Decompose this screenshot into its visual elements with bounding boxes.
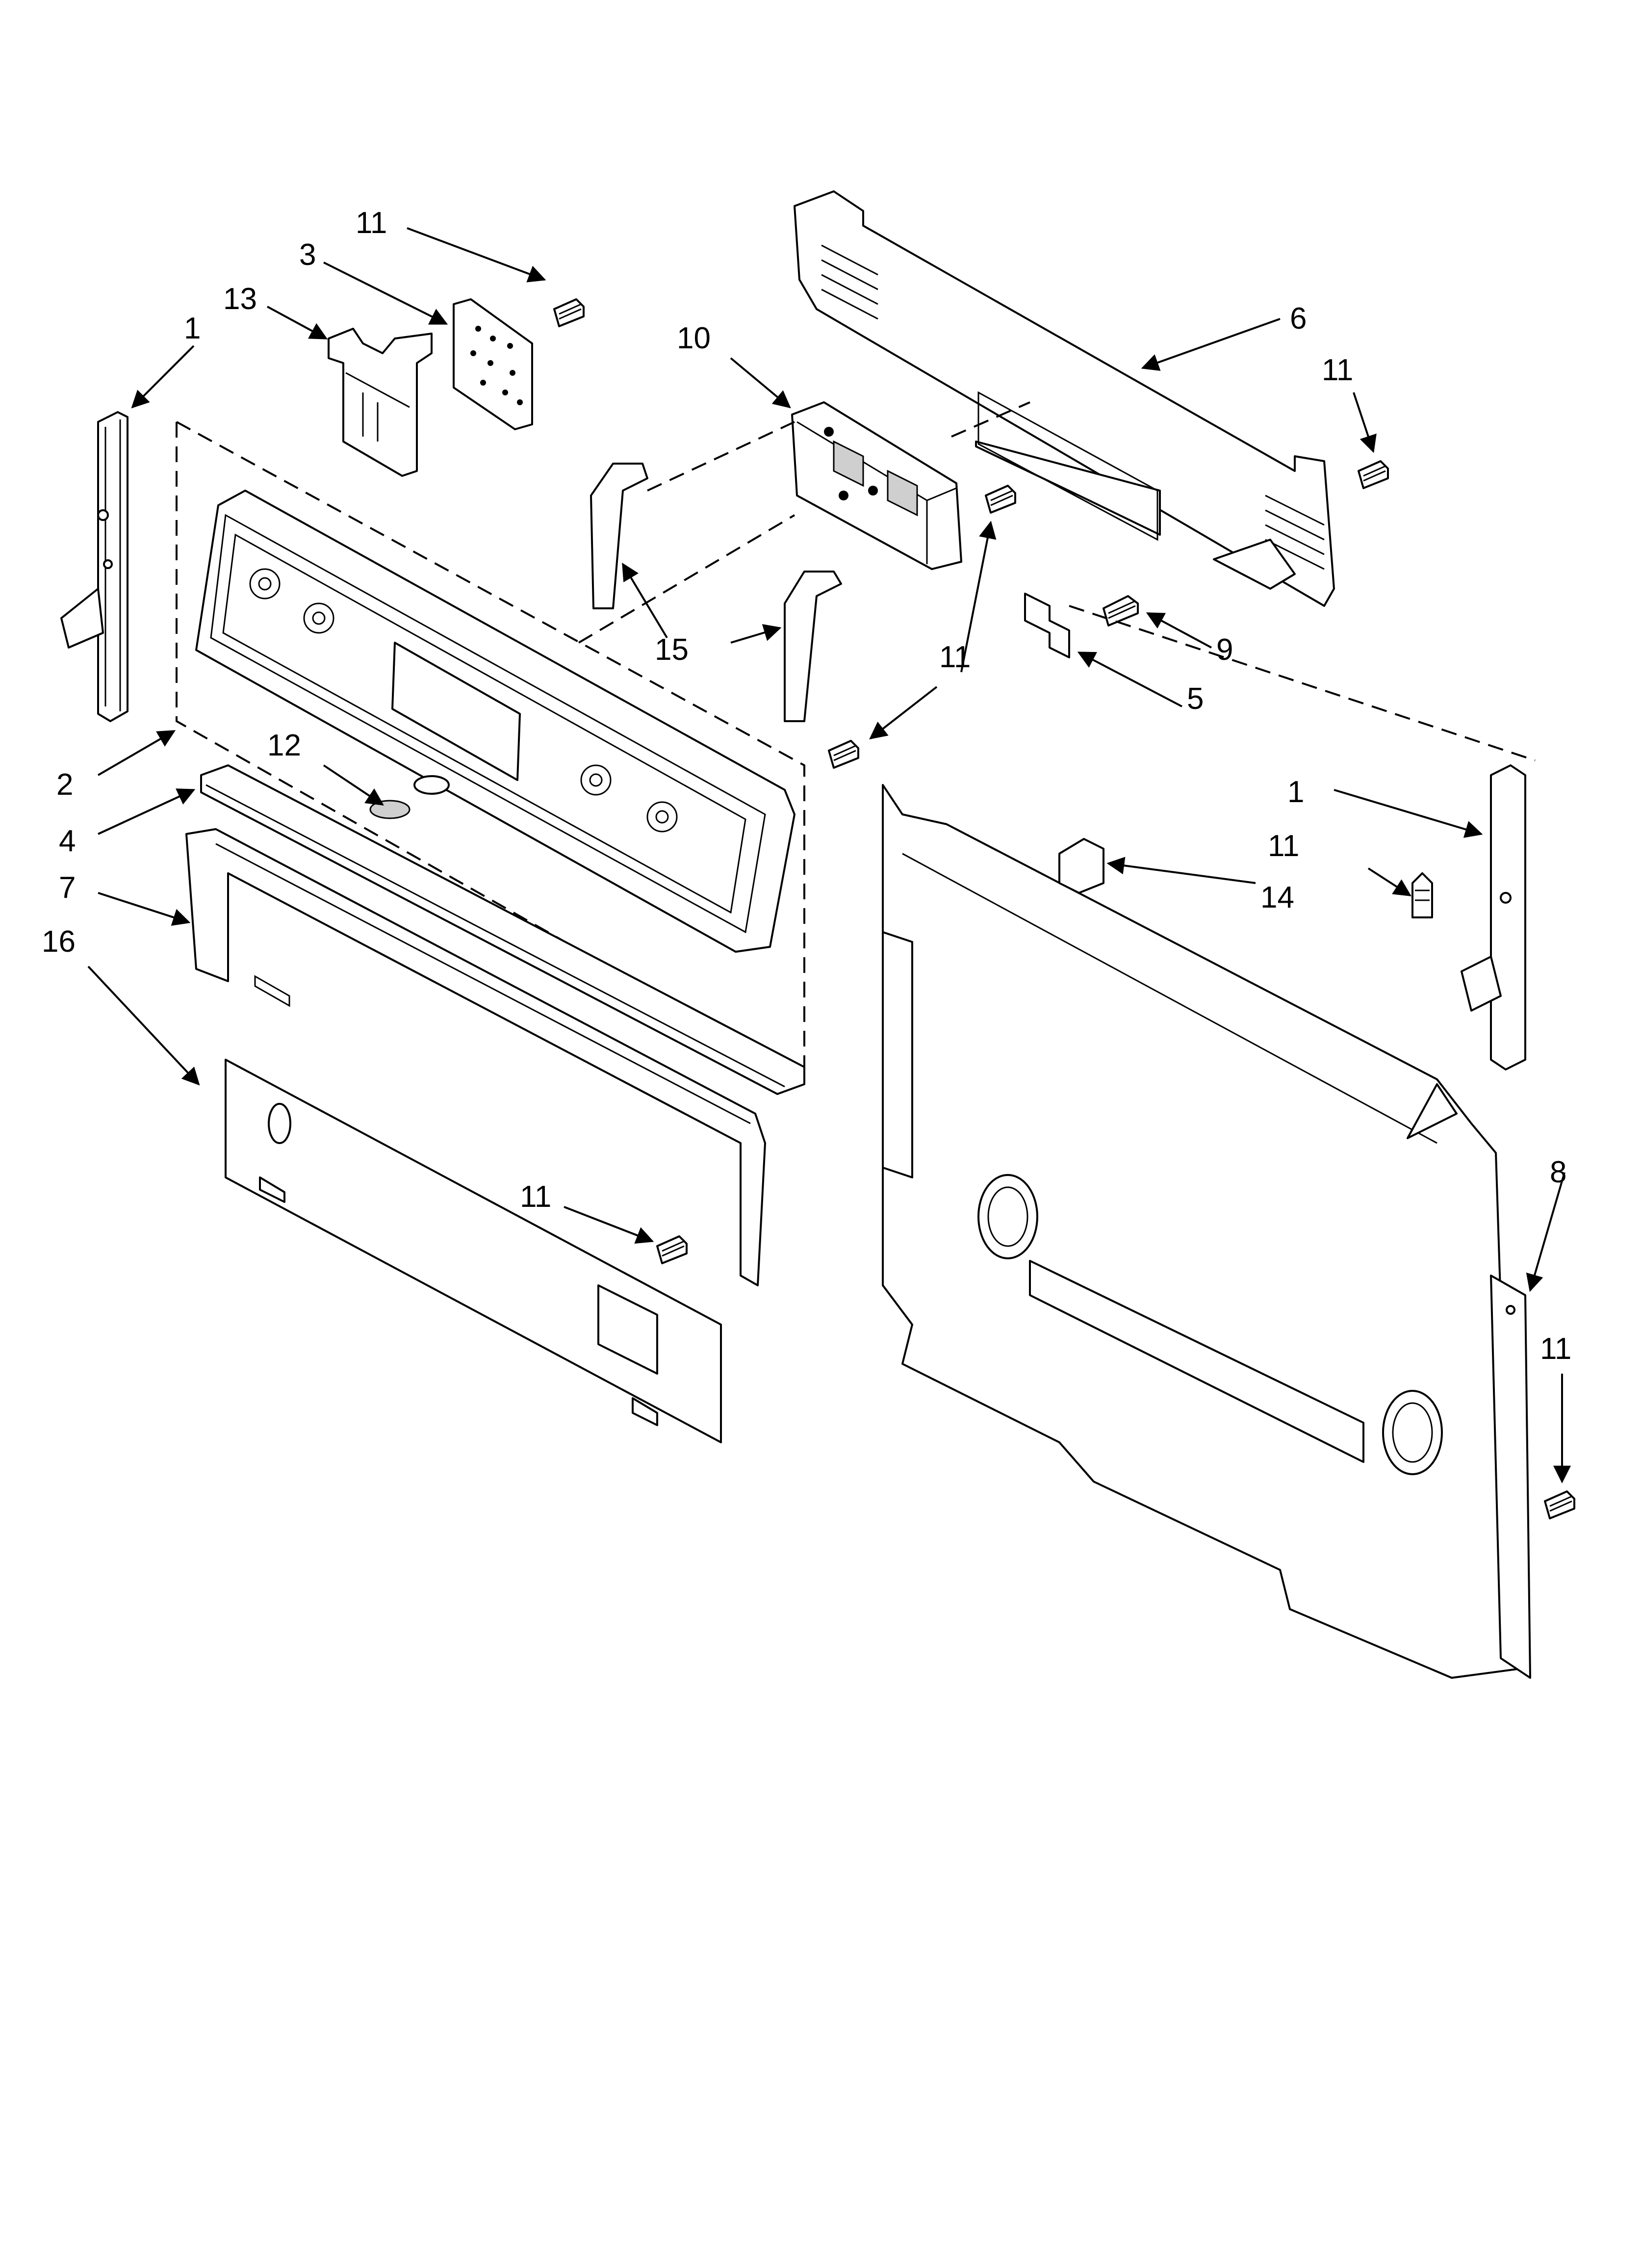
callout-9: 9	[1216, 633, 1233, 667]
screw-11-right-top	[1358, 460, 1389, 489]
callout-4: 4	[59, 824, 76, 858]
screw-11-module	[985, 485, 1016, 514]
callout-1-right: 1	[1287, 775, 1304, 809]
side-bracket-8	[1490, 1275, 1531, 1679]
callout-10: 10	[677, 321, 711, 355]
callout-3: 3	[299, 238, 316, 272]
callout-11-top: 11	[356, 206, 387, 240]
clip-5	[1024, 593, 1070, 658]
leader-lines	[87, 227, 1571, 1484]
callout-5: 5	[1187, 682, 1204, 716]
screw-11-mid	[828, 740, 859, 769]
end-cap-right	[1461, 764, 1526, 1070]
end-cap-left	[60, 411, 128, 722]
rail-4	[200, 764, 805, 1095]
callout-14: 14	[1260, 881, 1294, 914]
callout-15: 15	[655, 633, 689, 667]
callout-16: 16	[42, 925, 76, 959]
module-leader-dashed	[578, 401, 1536, 761]
clip-14	[1058, 838, 1104, 894]
bracket-13	[328, 328, 433, 477]
rear-panel-6	[794, 190, 1335, 607]
callout-7: 7	[59, 871, 76, 905]
callout-11-bottom: 11	[520, 1180, 551, 1214]
callout-labels: 11 3 13 1 10 6 11 15 9 11 5 2 12 4 7 16 …	[42, 206, 1571, 1366]
back-panel	[882, 784, 1526, 1679]
trim-15-lower	[784, 571, 842, 722]
control-module-10	[791, 401, 962, 570]
bracket-7	[185, 828, 766, 1286]
callout-13: 13	[223, 282, 257, 316]
callout-1-left: 1	[184, 312, 201, 345]
screw-11-top	[553, 298, 585, 327]
trim-15-upper	[590, 463, 648, 609]
callout-6: 6	[1290, 302, 1307, 336]
screw-11-right-mid	[1411, 872, 1433, 918]
callout-12: 12	[267, 729, 301, 762]
callout-2: 2	[56, 768, 73, 802]
board-3	[453, 298, 533, 430]
callout-11-right-top: 11	[1322, 353, 1353, 387]
callout-8: 8	[1550, 1155, 1566, 1189]
screw-9	[1103, 595, 1139, 626]
control-panel-2	[195, 490, 795, 953]
callout-11-right-mid: 11	[1268, 829, 1299, 863]
callout-11-bottom-right: 11	[1540, 1332, 1571, 1366]
callout-11-mid: 11	[939, 640, 971, 674]
screw-11-bottom	[656, 1235, 688, 1264]
badge-12	[369, 800, 410, 819]
panel-16	[225, 1059, 722, 1443]
screw-11-bottom-right	[1544, 1490, 1575, 1519]
